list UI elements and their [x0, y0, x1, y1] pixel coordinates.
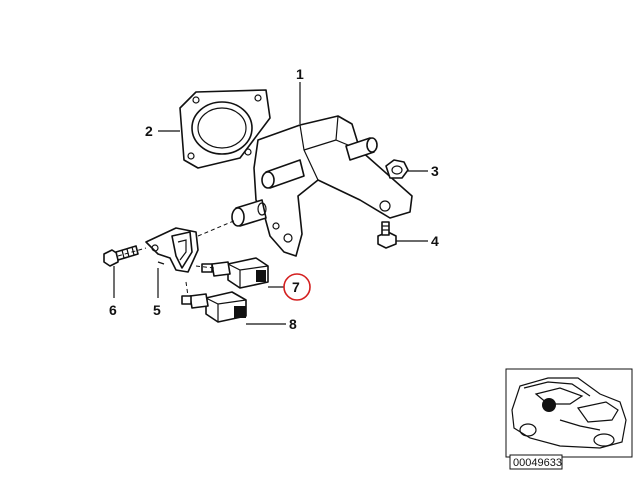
hex-nut[interactable] [385, 159, 409, 179]
label-3: 3 [431, 163, 439, 179]
assembly-lines [117, 219, 237, 297]
brake-light-switch[interactable] [201, 257, 269, 289]
label-6: 6 [109, 302, 117, 318]
label-2: 2 [145, 123, 153, 139]
gasket-plate[interactable] [179, 89, 271, 169]
reference-number: 00049633 [513, 457, 562, 469]
pedal-bracket[interactable] [231, 115, 413, 257]
vehicle-reference-thumbnail[interactable]: 00049633 [505, 368, 633, 470]
label-4: 4 [431, 233, 439, 249]
hex-bolt[interactable] [377, 221, 397, 249]
screw[interactable] [103, 245, 139, 267]
car-icon [511, 377, 627, 449]
label-8: 8 [289, 316, 297, 332]
highlight-circle [283, 273, 311, 301]
leader-lines [113, 82, 428, 325]
switch-holder[interactable] [145, 227, 199, 273]
label-7: 7 [292, 279, 300, 295]
cruise-control-switch[interactable] [181, 291, 247, 323]
label-1: 1 [296, 66, 304, 82]
label-5: 5 [153, 302, 161, 318]
